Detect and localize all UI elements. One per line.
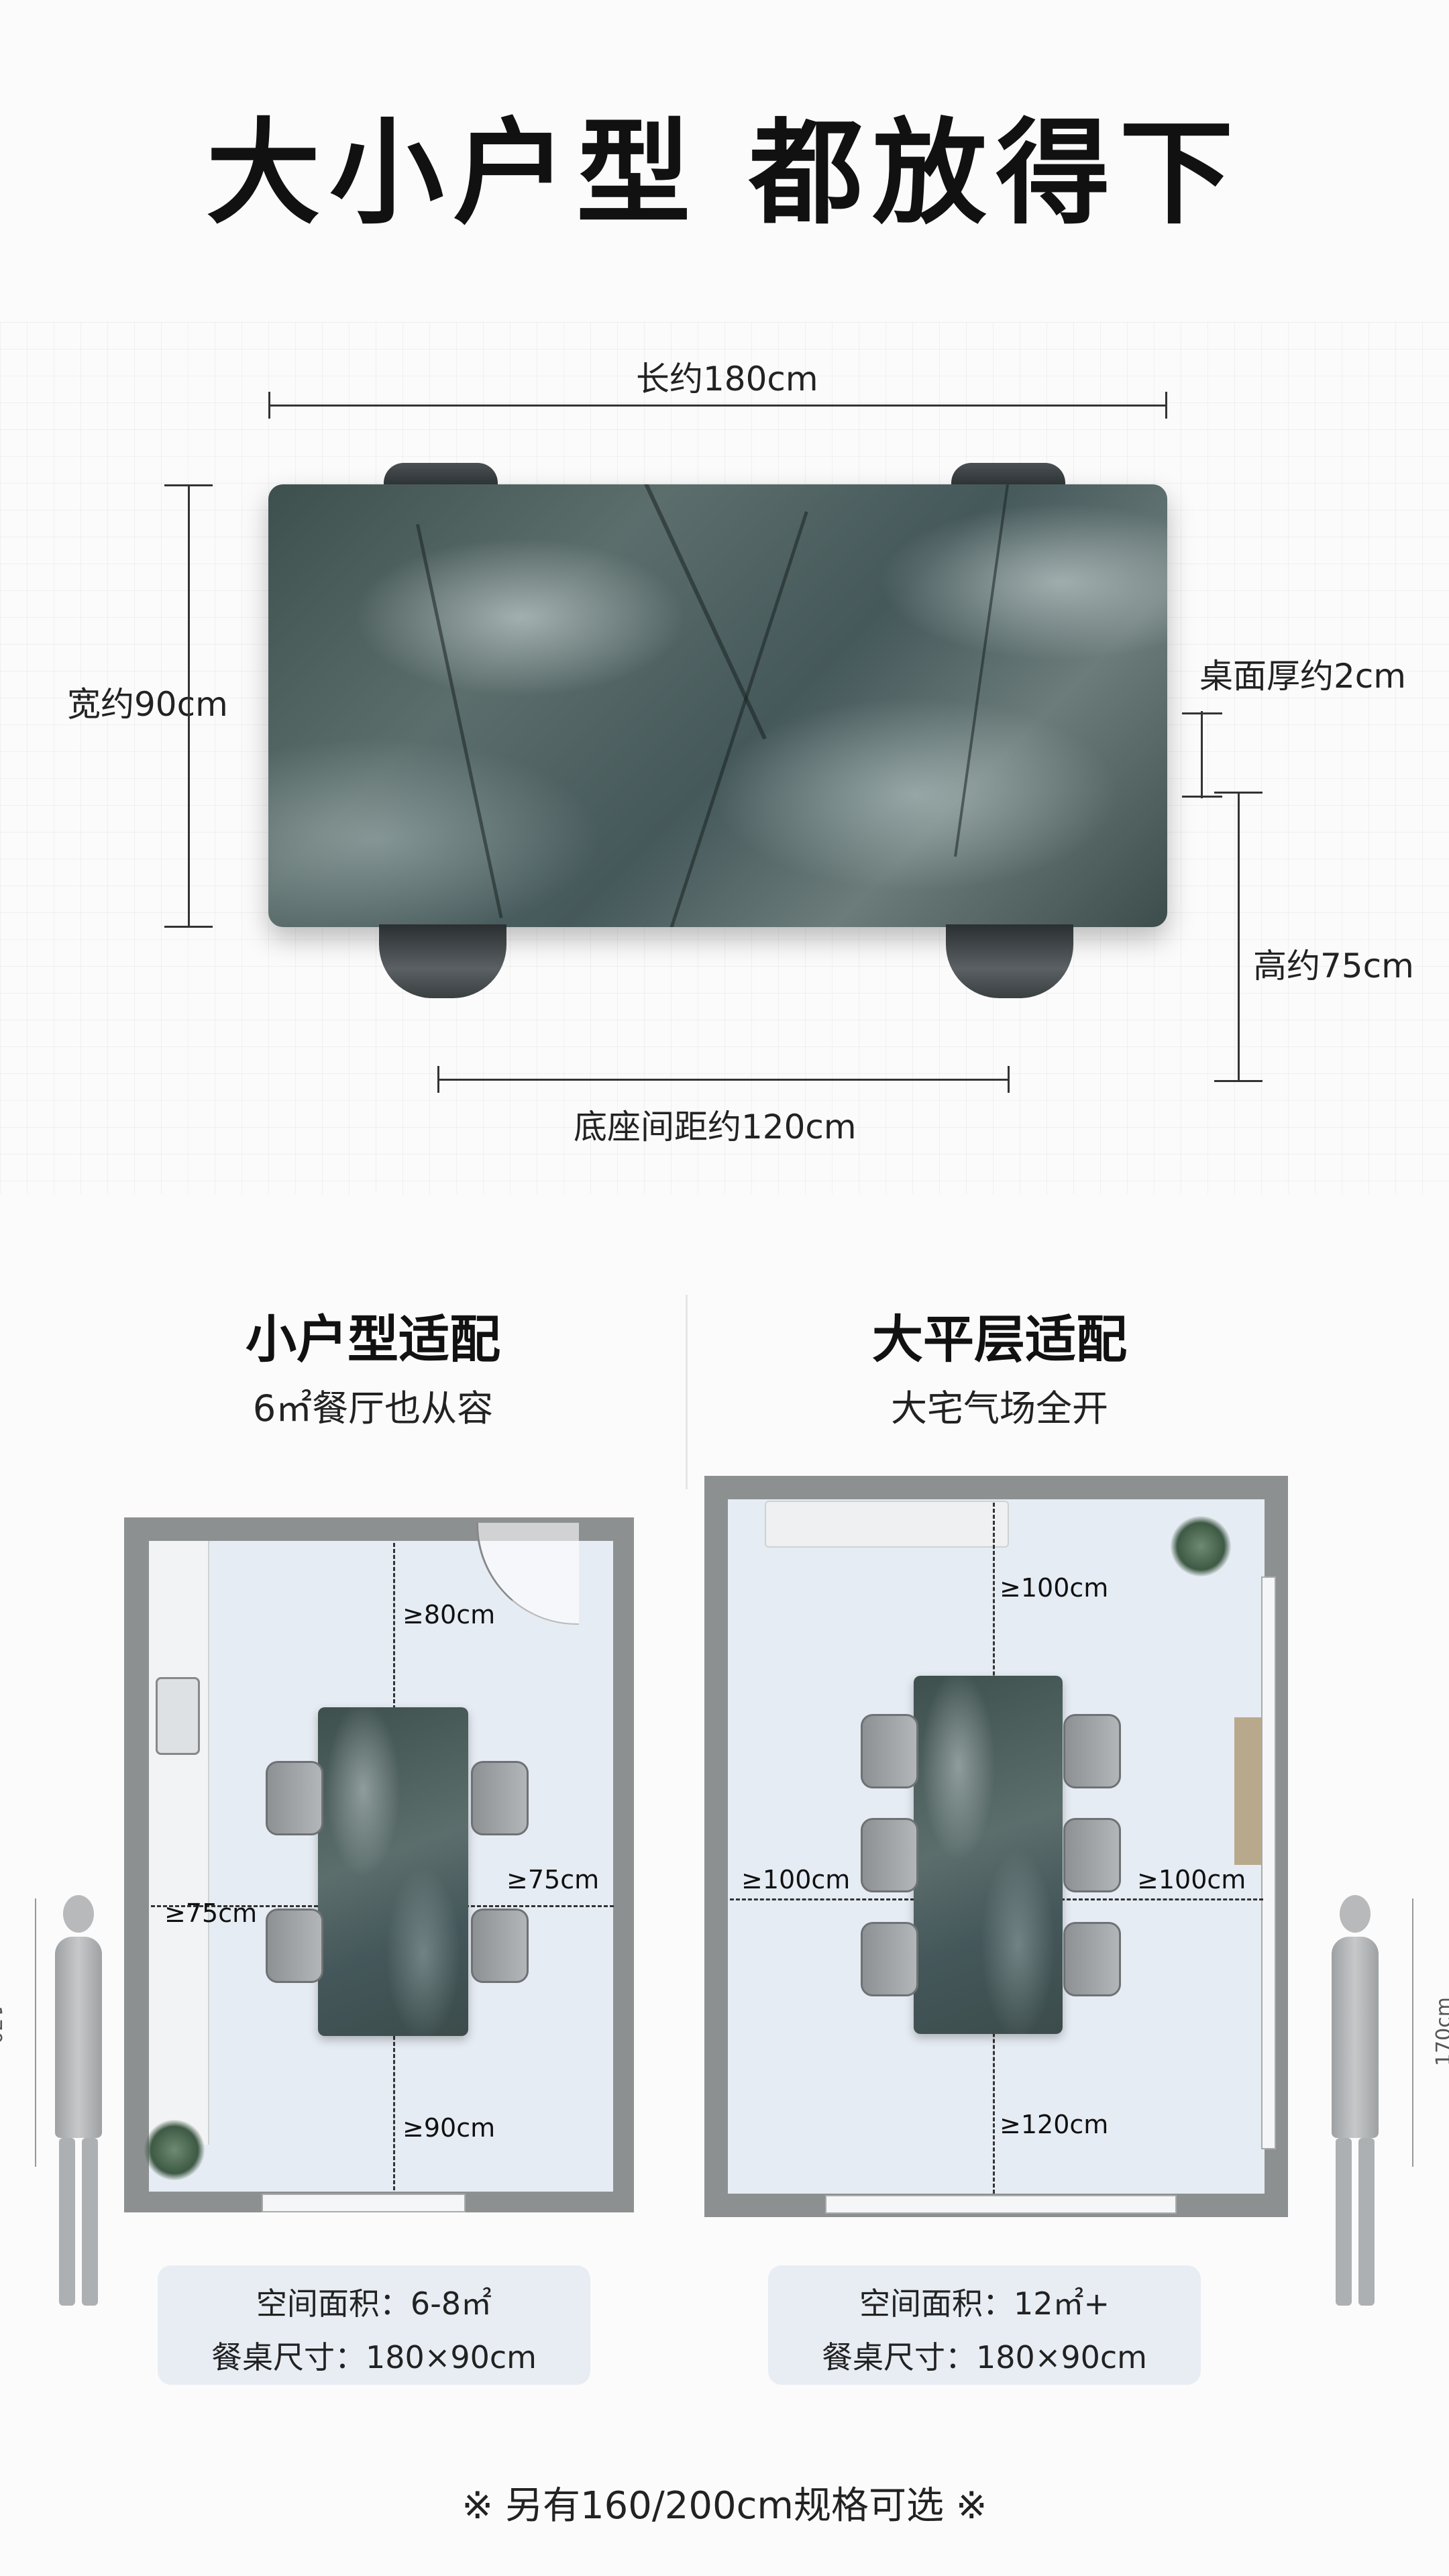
length-tick-left (268, 392, 270, 419)
page-title: 大小户型 都放得下 (206, 107, 1243, 240)
large-info-box (768, 2265, 1201, 2385)
thickness-line (1201, 711, 1203, 798)
large-chair-left-3 (861, 1922, 918, 1996)
height-tick-top (1214, 792, 1263, 794)
base-spacing-tick-left (437, 1066, 439, 1093)
thickness-tick-bottom (1182, 796, 1222, 798)
large-window-right (1261, 1576, 1276, 2149)
large-clearance-right: ≥100cm (1137, 1865, 1246, 1894)
large-chair-left-2 (861, 1818, 918, 1892)
small-plant-icon (144, 2120, 205, 2180)
large-clearance-top: ≥100cm (1000, 1573, 1109, 1603)
small-room-counter (149, 1541, 209, 2145)
thickness-tick-top (1182, 712, 1222, 714)
length-line (268, 405, 1167, 407)
small-person-height-label: 170cm (0, 2006, 5, 2075)
small-clearance-left: ≥75cm (164, 1898, 258, 1928)
small-table (318, 1707, 468, 2036)
large-plant-icon (1171, 1516, 1231, 1576)
small-layout-subtitle: 6㎡餐厅也从容 (252, 1387, 494, 1430)
length-tick-right (1165, 392, 1167, 419)
large-clearance-bottom: ≥120cm (1000, 2110, 1109, 2139)
thickness-label: 桌面厚约2cm (1199, 657, 1407, 696)
marble-tabletop (268, 484, 1167, 927)
large-clearance-left: ≥100cm (741, 1865, 851, 1894)
large-sofa (765, 1501, 1009, 1548)
large-layout-title: 大平层适配 (872, 1309, 1127, 1369)
small-info-box (158, 2265, 590, 2385)
width-label: 宽约90cm (67, 685, 228, 724)
large-person-height-label: 170cm (1432, 1997, 1449, 2066)
small-chair-right-1 (471, 1761, 529, 1835)
large-cabinet (1234, 1717, 1261, 1865)
height-line (1238, 792, 1240, 1081)
small-clearance-top: ≥80cm (402, 1600, 496, 1629)
large-person-height-line (1412, 1898, 1413, 2167)
small-table-size-text: 餐桌尺寸：180×90cm (211, 2339, 537, 2375)
small-layout-title: 小户型适配 (246, 1309, 500, 1369)
base-spacing-tick-right (1008, 1066, 1010, 1093)
footnote: ※ 另有160/200cm规格可选 ※ (462, 2484, 987, 2528)
large-table-size-text: 餐桌尺寸：180×90cm (822, 2339, 1147, 2375)
small-chair-left-2 (266, 1909, 323, 1983)
small-person-icon (55, 1895, 102, 2306)
leg-bottom-right (946, 924, 1073, 998)
small-window (262, 2194, 466, 2212)
leg-bottom-left (379, 924, 506, 998)
base-spacing-line (437, 1079, 1010, 1081)
large-area-text: 空间面积：12㎡+ (859, 2286, 1110, 2322)
large-person-icon (1332, 1895, 1379, 2306)
small-area-text: 空间面积：6-8㎡ (256, 2286, 492, 2322)
width-tick-top (164, 484, 213, 486)
small-chair-left-1 (266, 1761, 323, 1835)
sink-icon (156, 1677, 200, 1755)
small-person-height-line (35, 1898, 36, 2167)
panel-divider (686, 1295, 688, 1489)
small-chair-right-2 (471, 1909, 529, 1983)
width-line (188, 484, 190, 927)
width-tick-bottom (164, 926, 213, 928)
large-chair-right-1 (1063, 1714, 1121, 1788)
small-clearance-right: ≥75cm (506, 1865, 600, 1894)
small-clearance-bottom: ≥90cm (402, 2113, 496, 2143)
large-table (914, 1676, 1063, 2034)
large-chair-left-1 (861, 1714, 918, 1788)
large-layout-subtitle: 大宅气场全开 (891, 1387, 1108, 1430)
height-tick-bottom (1214, 1080, 1263, 1082)
large-chair-right-2 (1063, 1818, 1121, 1892)
large-window-bottom (825, 2195, 1177, 2214)
height-label: 高约75cm (1253, 947, 1414, 985)
large-chair-right-3 (1063, 1922, 1121, 1996)
length-label: 长约180cm (636, 360, 818, 398)
base-spacing-label: 底座间距约120cm (574, 1108, 857, 1146)
